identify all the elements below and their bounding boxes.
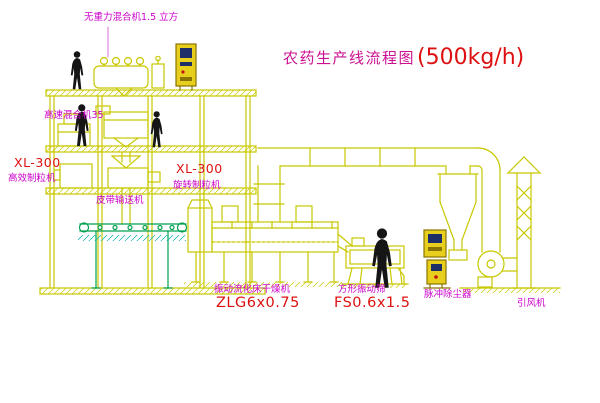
worker-figure bbox=[372, 228, 392, 288]
title-text: 农药生产线流程图 bbox=[283, 49, 416, 67]
worker-figure bbox=[70, 51, 84, 90]
exhaust-duct bbox=[257, 147, 501, 253]
exhaust-stack bbox=[506, 156, 542, 289]
label-granulator-mid-model: XL-300 bbox=[176, 161, 223, 176]
label-high-speed-mixer: 高速混合机35 bbox=[44, 110, 104, 121]
building-frame bbox=[39, 89, 266, 295]
induced-draft-fan-machine bbox=[459, 250, 561, 293]
label-screen-model: FS0.6x1.5 bbox=[334, 295, 411, 311]
label-dryer-name: 振动流化床干燥机 bbox=[214, 284, 291, 295]
control-cabinet-roof bbox=[175, 43, 197, 91]
title-capacity: (500kg/h) bbox=[417, 45, 525, 70]
fluid-bed-dryer-machine bbox=[184, 165, 353, 287]
label-fan: 引风机 bbox=[517, 298, 546, 309]
label-screen-name: 方形振动筛 bbox=[338, 284, 386, 295]
belt-conveyor-machine bbox=[78, 222, 188, 289]
top-mixer-machine bbox=[93, 55, 165, 97]
label-belt-conveyor: 皮带输送机 bbox=[96, 195, 144, 206]
diagram-title: 农药生产线流程图 (500kg/h) bbox=[283, 45, 524, 70]
label-dust-collector: 脉冲除尘器 bbox=[424, 289, 472, 300]
label-dryer-model: ZLG6x0.75 bbox=[216, 295, 300, 311]
control-cabinets-right bbox=[423, 229, 451, 289]
cyclone-separator-machine bbox=[437, 165, 479, 261]
label-granulator-left-name: 高效制粒机 bbox=[8, 173, 56, 184]
granulator-left-machine bbox=[53, 163, 93, 189]
label-top-mixer: 无重力混合机1.5 立方 bbox=[84, 12, 179, 23]
granulator-mid-machine bbox=[107, 155, 161, 225]
label-granulator-mid-name: 旋转制粒机 bbox=[173, 180, 221, 191]
label-granulator-left-model: XL-300 bbox=[14, 155, 61, 170]
second-floor-mixer bbox=[95, 105, 149, 163]
